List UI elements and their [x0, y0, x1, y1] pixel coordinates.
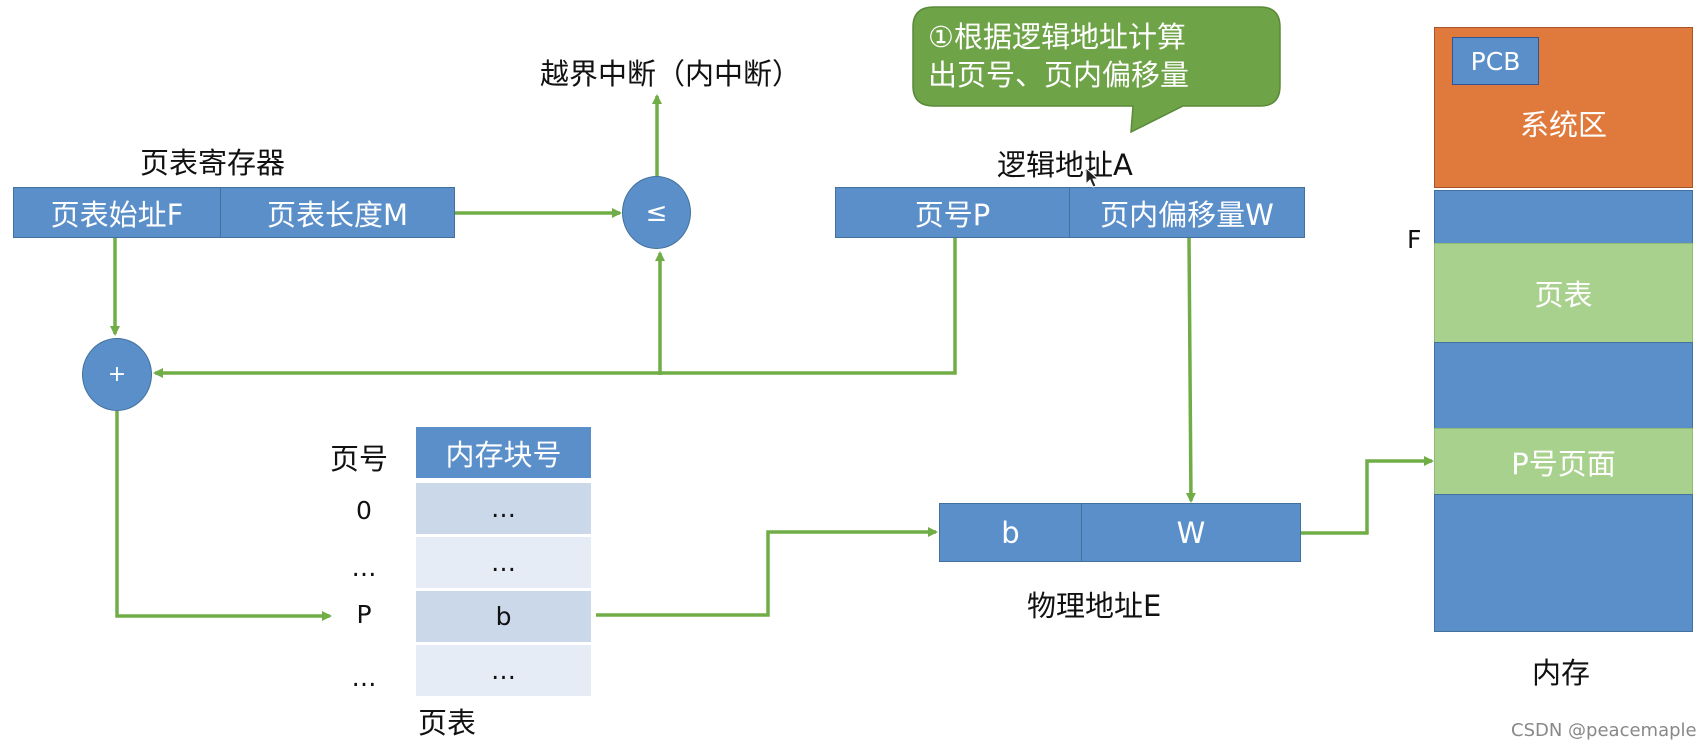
page-table-register-title: 页表寄存器 [140, 146, 286, 180]
adder-node: + [82, 338, 152, 411]
page-table-header-block: 内存块号 [416, 427, 591, 478]
memory-f-marker: F [1407, 225, 1422, 254]
memory-page-table-area: 页表 [1434, 243, 1693, 343]
callout-text: ①根据逻辑地址计算 出页号、页内偏移量 [928, 20, 1190, 92]
arrow-physical-to-memory [1300, 456, 1434, 535]
register-start-address: 页表始址F [13, 187, 221, 238]
register-length: 页表长度M [220, 187, 455, 238]
page-table-row-page: P [356, 600, 372, 629]
callout-bubble-shape [912, 6, 1281, 134]
memory-pcb: PCB [1452, 37, 1539, 85]
memory-p-page: P号页面 [1434, 428, 1693, 495]
memory-block-top [1434, 190, 1693, 244]
page-table-row-block: … [416, 537, 591, 588]
compare-node: ≤ [622, 176, 691, 249]
memory-block-middle [1434, 342, 1693, 429]
logical-page-number: 页号P [835, 187, 1070, 238]
arrow-pageno-to-adder [153, 237, 957, 378]
memory-block-bottom [1434, 494, 1693, 632]
arrow-adder-to-row-p [115, 411, 332, 621]
memory-caption: 内存 [1532, 656, 1591, 690]
interrupt-label: 越界中断（内中断） [540, 57, 802, 91]
physical-address-title: 物理地址E [1027, 589, 1162, 623]
page-table-header-page: 页号 [330, 442, 389, 476]
arrow-block-to-physical [596, 527, 938, 617]
physical-offset: W [1081, 503, 1301, 562]
page-table-row-block: b [416, 591, 591, 642]
page-table-row-block: … [416, 645, 591, 696]
page-table-row-page: … [351, 553, 377, 582]
mouse-cursor-icon [1085, 167, 1100, 188]
physical-block: b [939, 503, 1082, 562]
logical-address-title: 逻辑地址A [997, 148, 1133, 182]
watermark: CSDN @peacemaple [1511, 720, 1697, 741]
page-table-caption: 页表 [418, 706, 477, 740]
logical-offset: 页内偏移量W [1069, 187, 1305, 238]
page-table-row-page: … [351, 663, 377, 692]
page-table-row-page: 0 [356, 496, 372, 525]
arrow-offset-to-physical [1185, 236, 1196, 503]
page-table-row-block: … [416, 483, 591, 534]
